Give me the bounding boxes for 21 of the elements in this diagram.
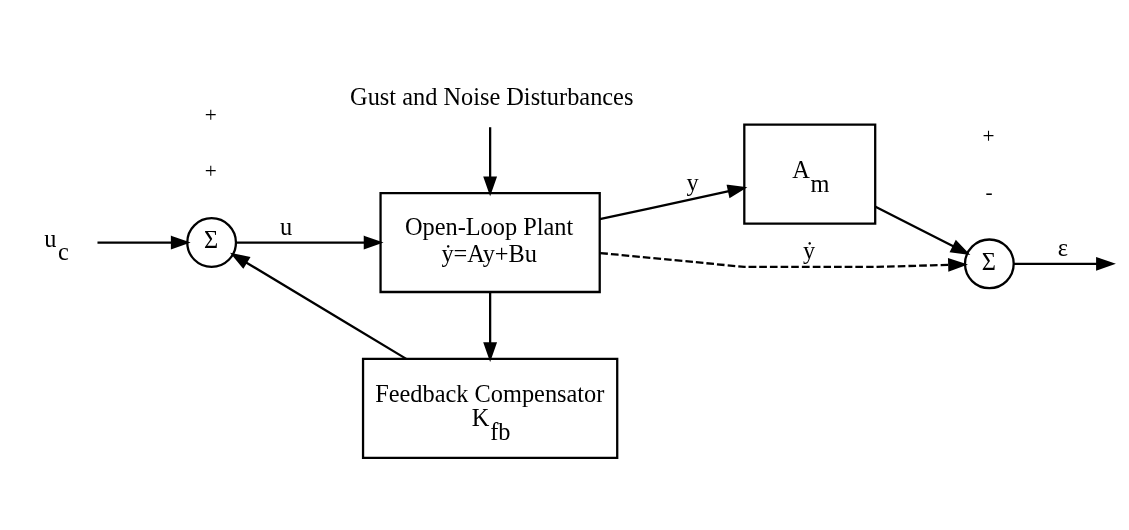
arrow bbox=[599, 184, 748, 221]
node-box: Open-Loop Plant ẏ=Ay+Bu bbox=[379, 191, 601, 294]
node-circle: Σ bbox=[963, 238, 1015, 290]
arrow bbox=[483, 127, 498, 197]
arrow bbox=[236, 235, 384, 250]
label: + bbox=[204, 102, 217, 127]
label: - bbox=[985, 180, 993, 205]
label: + bbox=[204, 159, 217, 184]
edge-label: u bbox=[280, 212, 293, 240]
arrow bbox=[97, 235, 191, 250]
label: + bbox=[982, 124, 995, 149]
edge-label: ẏ bbox=[802, 236, 816, 264]
node-circle: Σ bbox=[186, 217, 238, 269]
arrow bbox=[1013, 256, 1116, 271]
arrow bbox=[230, 252, 407, 360]
arrow bbox=[483, 292, 498, 363]
edge-label: y bbox=[686, 168, 699, 196]
arrow bbox=[600, 251, 968, 272]
arrow bbox=[875, 205, 971, 255]
edge-label: ε bbox=[1057, 233, 1069, 261]
node-text: Gust and Noise Disturbances bbox=[350, 83, 634, 111]
